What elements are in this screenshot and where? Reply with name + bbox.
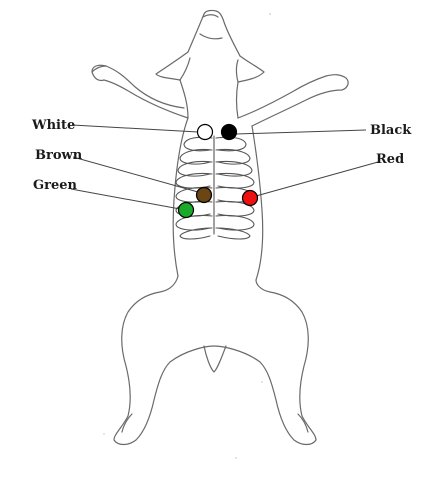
red-leader-line — [255, 161, 379, 197]
rib-cage — [175, 135, 255, 240]
black-electrode — [220, 123, 238, 141]
green-label: Green — [33, 178, 77, 193]
brown-label: Brown — [35, 148, 83, 163]
brown-electrode — [195, 186, 213, 204]
white-electrode — [196, 123, 214, 141]
green-electrode — [177, 201, 195, 219]
black-leader-line — [235, 129, 367, 135]
red-label: Red — [376, 152, 404, 167]
electrodes — [177, 123, 259, 219]
green-leader-line — [70, 188, 181, 210]
animal-body-outline — [91, 9, 349, 446]
paper-speckles — [103, 13, 271, 459]
brown-leader-line — [72, 156, 199, 193]
black-label: Black — [370, 123, 412, 138]
white-label: White — [31, 118, 75, 133]
leader-lines — [70, 124, 379, 210]
white-leader-line — [71, 124, 199, 133]
labels: White Black Brown Red Green — [31, 118, 412, 193]
red-electrode — [241, 189, 259, 207]
